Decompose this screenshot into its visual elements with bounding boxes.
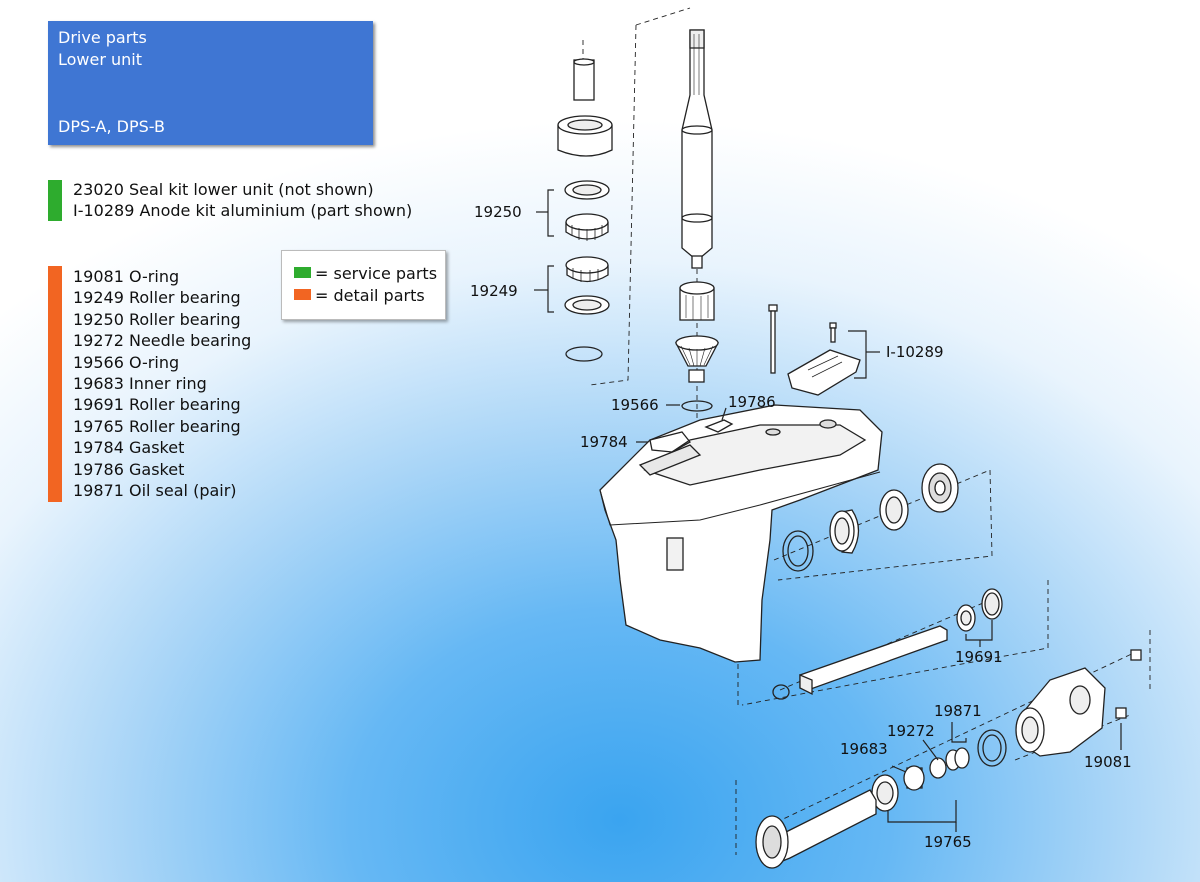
gasket-19784	[649, 431, 691, 453]
legend-detail: = detail parts	[294, 285, 445, 307]
service-swatch	[294, 267, 311, 278]
kit-item: I-10289 Anode kit aluminium (part shown)	[73, 201, 413, 221]
propeller-shaft	[772, 625, 948, 700]
callout-19683: 19683	[840, 740, 888, 758]
part-item: 19765 Roller bearing	[73, 416, 241, 436]
part-item: 19786 Gasket	[73, 459, 185, 479]
part-item: 19871 Oil seal (pair)	[73, 481, 237, 501]
part-item: 19081 O-ring	[73, 267, 180, 286]
callout-19566: 19566	[611, 396, 659, 414]
callout-I10289: I-10289	[886, 343, 944, 361]
callout-19786: 19786	[728, 393, 776, 411]
pinion-gear	[674, 335, 720, 367]
callout-19272: 19272	[887, 722, 935, 740]
forward-gear-stack	[782, 463, 959, 572]
bearing-19691	[956, 588, 1003, 632]
anode	[787, 322, 861, 396]
reverse-gear	[755, 789, 877, 869]
part-item: 19691 Roller bearing	[73, 395, 241, 415]
legend-service: = service parts	[294, 263, 445, 285]
carrier-bolt	[1115, 707, 1127, 719]
carrier-bolt	[1130, 649, 1142, 661]
header-subtitle: Lower unit	[58, 50, 143, 69]
driveshaft	[681, 29, 713, 269]
needle-bearing-19272	[929, 757, 947, 779]
detail-swatch	[294, 289, 311, 300]
bearing-carrier	[1015, 667, 1106, 757]
callout-19250: 19250	[474, 203, 522, 221]
part-item: 19784 Gasket	[73, 438, 185, 458]
callout-19691: 19691	[955, 648, 1003, 666]
o-ring	[565, 346, 603, 362]
seal-19871	[945, 729, 1007, 771]
needle-bearing	[679, 281, 715, 321]
upper-bushing	[573, 58, 595, 101]
legend: = service parts = detail parts	[281, 250, 446, 320]
callout-19784: 19784	[580, 433, 628, 451]
part-item: 19250 Roller bearing	[73, 309, 241, 329]
gasket-19786	[704, 419, 734, 433]
pinion-nut	[688, 369, 705, 383]
part-item: 19566 O-ring	[73, 352, 180, 372]
callout-leaders	[534, 189, 1122, 832]
bearing-19765	[871, 774, 899, 812]
gear-housing	[599, 404, 883, 663]
part-list: 19081 O-ring 19249 Roller bearing 19250 …	[73, 266, 251, 501]
detail-parts-bar	[48, 266, 62, 502]
callout-19871: 19871	[934, 702, 982, 720]
header-box: Drive parts Lower unit DPS-A, DPS-B	[48, 21, 373, 145]
kit-list: 23020 Seal kit lower unit (not shown) I-…	[73, 179, 412, 222]
bearing-19250	[564, 180, 610, 241]
kit-item: 23020 Seal kit lower unit (not shown)	[73, 180, 374, 199]
part-item: 19683 Inner ring	[73, 374, 207, 394]
part-item: 19272 Needle bearing	[73, 331, 252, 351]
o-ring-19566	[681, 400, 713, 412]
header-models: DPS-A, DPS-B	[58, 117, 165, 136]
inner-ring-19683	[903, 765, 925, 791]
bearing-19249	[564, 256, 610, 315]
callout-19249: 19249	[470, 282, 518, 300]
callout-19765: 19765	[924, 833, 972, 851]
bolt	[768, 304, 778, 374]
part-item: 19249 Roller bearing	[73, 288, 241, 308]
header-title: Drive parts	[58, 28, 147, 47]
callout-19081: 19081	[1084, 753, 1132, 771]
service-parts-bar	[48, 180, 62, 221]
upper-bearing-cup	[557, 115, 613, 157]
